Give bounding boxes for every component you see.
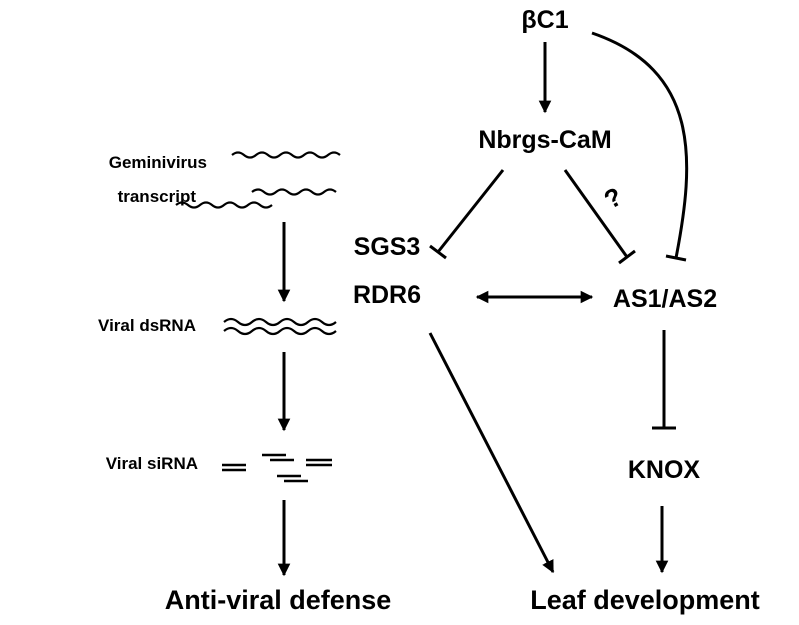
node-sgs3: SGS3 xyxy=(354,233,421,261)
transcript-wave-right xyxy=(251,188,337,196)
transcript-wave-left xyxy=(175,201,273,209)
inhibition-bar xyxy=(429,244,447,260)
arrow-rdr6-to-leaf-development xyxy=(428,332,555,574)
label-leaf-development: Leaf development xyxy=(530,585,760,615)
node-betac1: βC1 xyxy=(521,6,568,34)
uncertain-question-mark: ? xyxy=(599,181,627,215)
label-anti-viral-defense: Anti-viral defense xyxy=(165,585,392,615)
node-as1-as2: AS1/AS2 xyxy=(613,285,717,313)
transcript-wave-top xyxy=(231,151,341,159)
node-rdr6: RDR6 xyxy=(353,281,421,309)
label-geminivirus: Geminivirus xyxy=(109,153,207,172)
viral-dsrna-waves xyxy=(223,317,337,336)
dsrna-strand-1 xyxy=(223,317,337,327)
inhibition-bar xyxy=(665,254,687,262)
inhibition-nbrgs-cam-to-as1-as2 xyxy=(563,169,629,258)
label-viral-dsrna: Viral dsRNA xyxy=(98,316,196,335)
node-knox: KNOX xyxy=(628,456,701,484)
inhibition-nbrgs-cam-to-sgs3 xyxy=(436,169,505,253)
inhibition-bar xyxy=(618,249,636,265)
label-transcript: transcript xyxy=(118,187,197,206)
dsrna-strand-2 xyxy=(223,326,337,336)
label-viral-sirna: Viral siRNA xyxy=(106,454,198,473)
inhibition-betac1-to-as1-as2 xyxy=(591,31,689,259)
viral-sirna-fragments xyxy=(222,453,332,483)
geminivirus-transcript-waves xyxy=(175,151,341,209)
node-nbrgs-cam: Nbrgs-CaM xyxy=(478,126,611,154)
